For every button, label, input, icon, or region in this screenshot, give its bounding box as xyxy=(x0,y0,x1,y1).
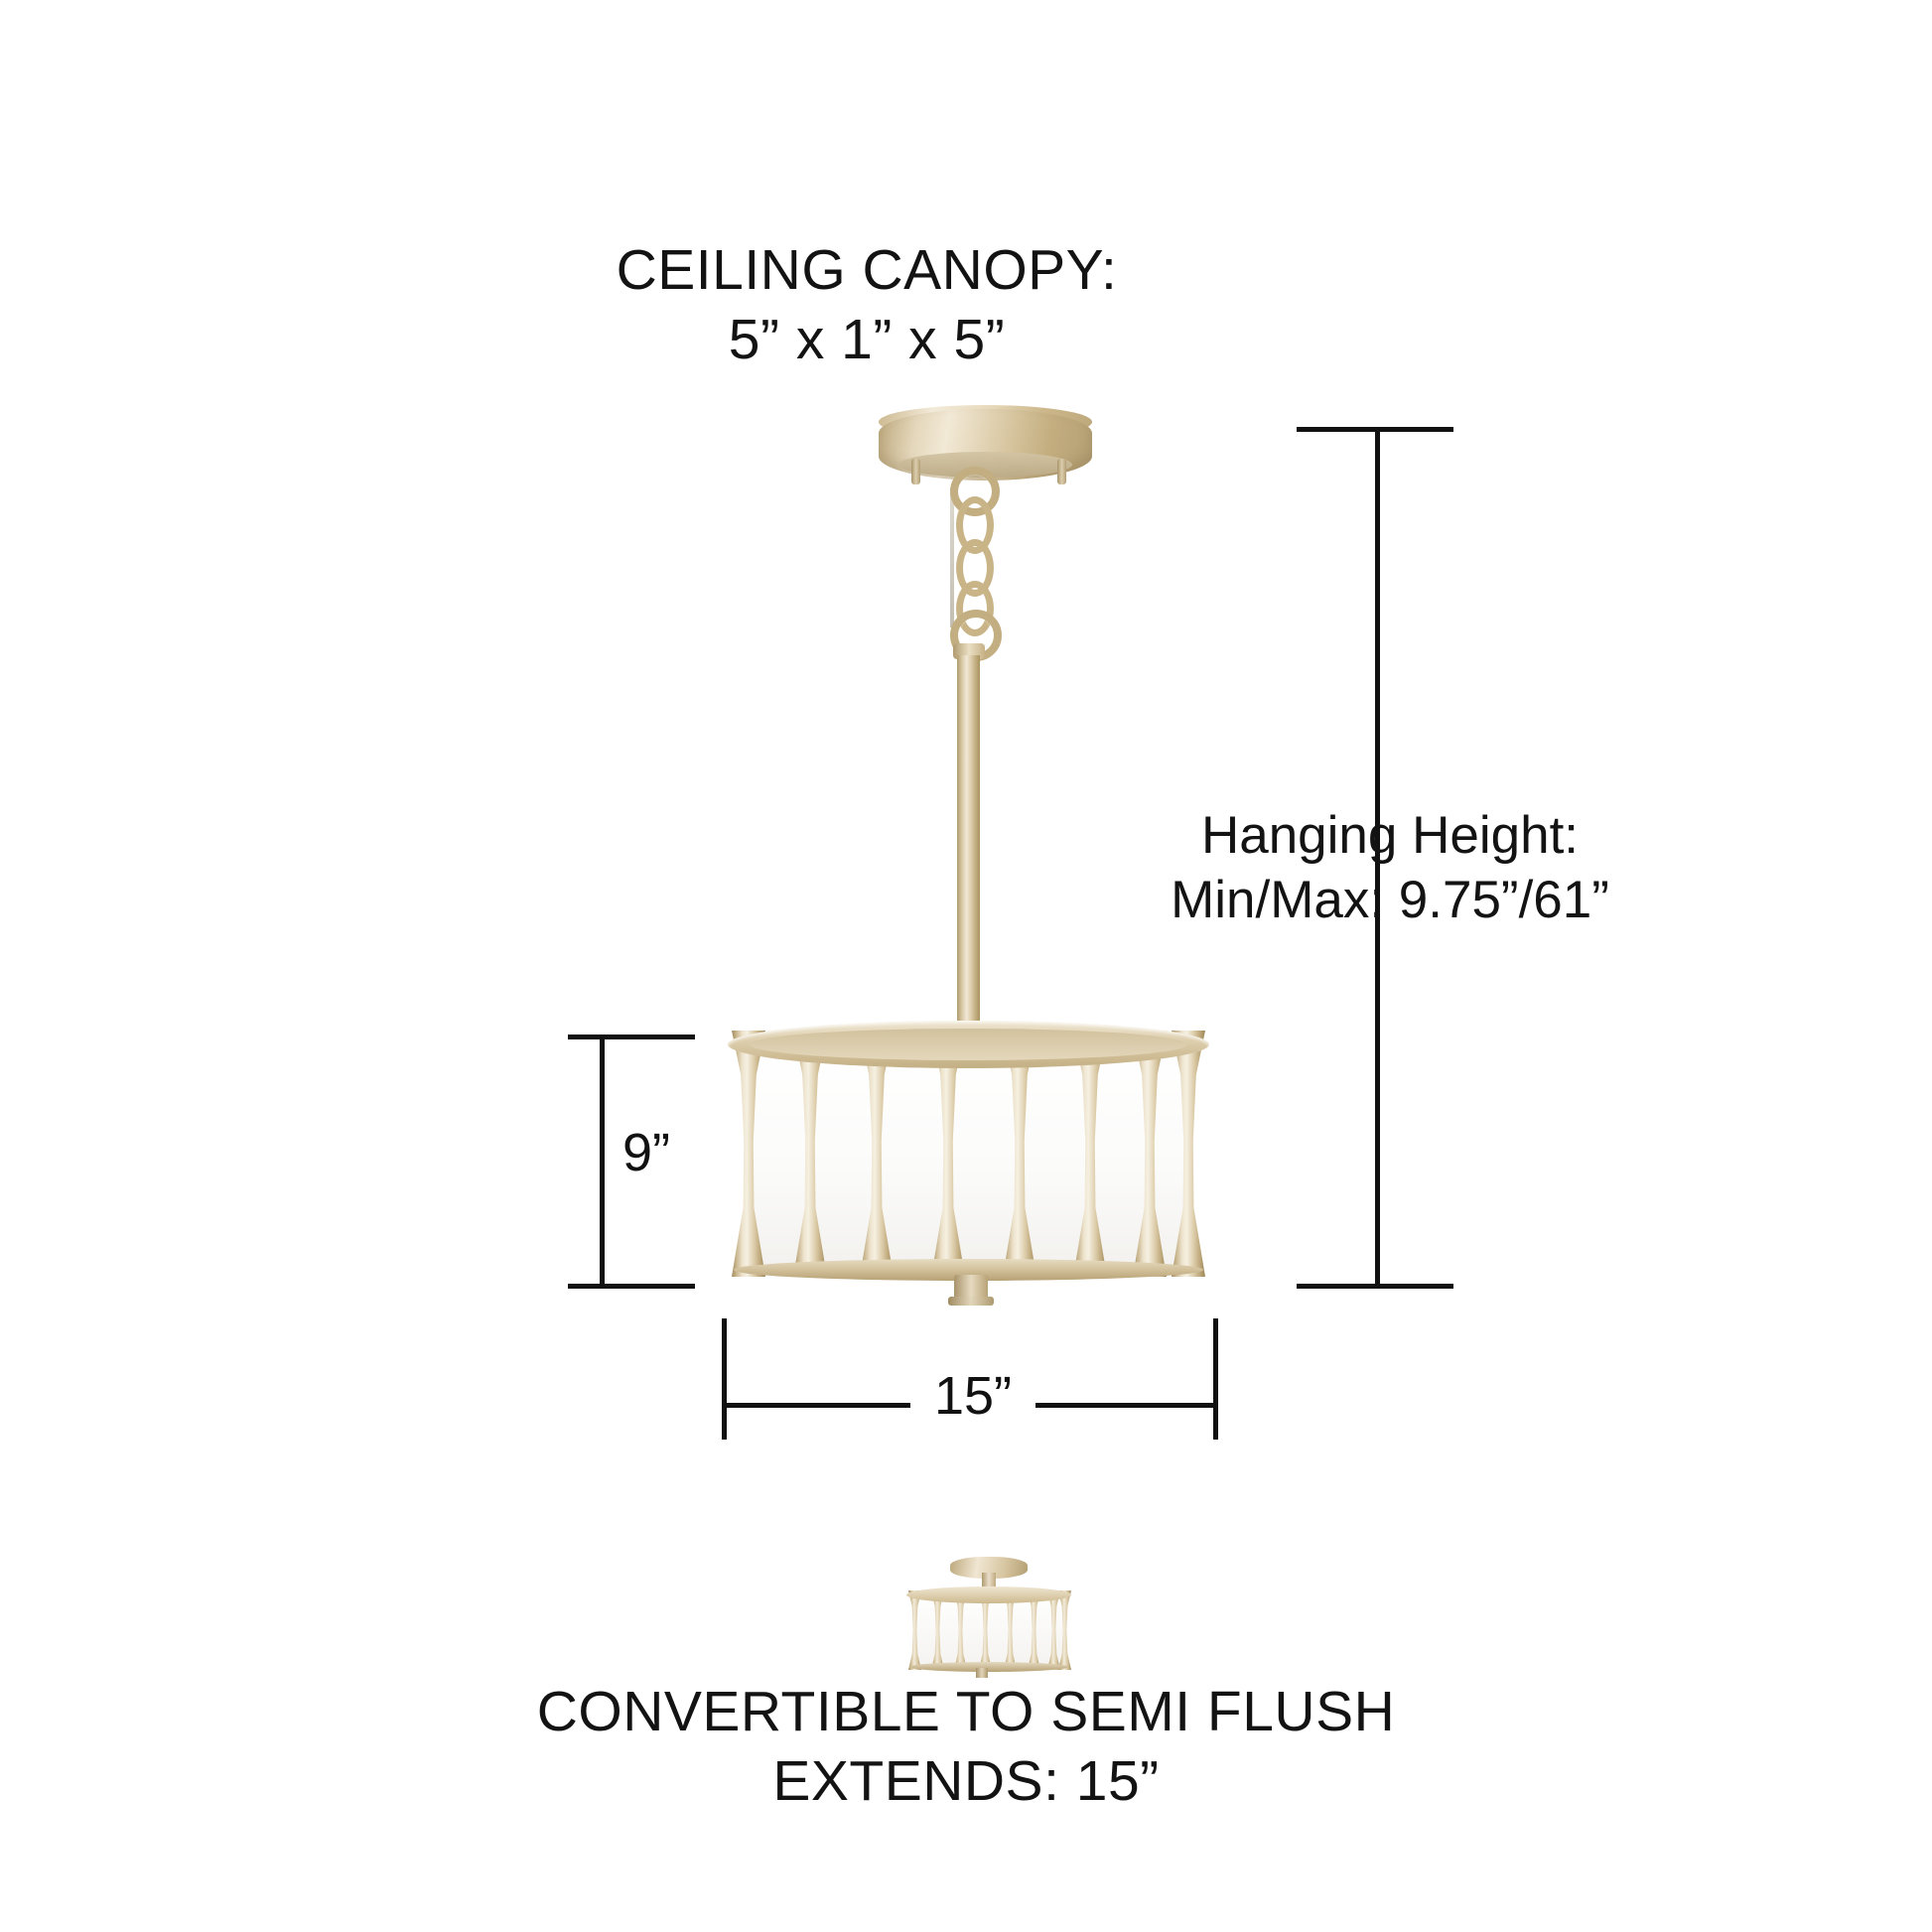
width-dim-extension-right xyxy=(1213,1318,1218,1440)
canopy-screw-right xyxy=(1057,459,1066,484)
height-dim-tick-top xyxy=(568,1035,695,1039)
hanging-height-label: Hanging Height: Min/Max: 9.75”/61” xyxy=(1171,806,1609,929)
semi-flush-top-rim xyxy=(906,1587,1071,1603)
width-dimension-value: 15” xyxy=(933,1366,1013,1426)
drum-shade xyxy=(728,1021,1209,1306)
width-dim-line-right xyxy=(1035,1403,1218,1408)
width-dim-extension-left xyxy=(722,1318,727,1440)
hanging-height-tick-bottom xyxy=(1297,1284,1453,1289)
shade-top-inner-rim xyxy=(750,1029,1187,1060)
shade-bottom-rim xyxy=(734,1259,1203,1281)
height-dim-tick-bottom xyxy=(568,1284,695,1289)
semi-flush-shade xyxy=(906,1587,1071,1672)
bottom-finial xyxy=(954,1275,988,1301)
semi-flush-caption: CONVERTIBLE TO SEMI FLUSH EXTENDS: 15” xyxy=(536,1680,1396,1813)
width-dim-line-left xyxy=(722,1403,910,1408)
shade-glass-diffuser xyxy=(750,1038,1187,1275)
bottom-finial-cap xyxy=(948,1297,994,1306)
height-dimension-value: 9” xyxy=(621,1123,670,1182)
height-dim-line xyxy=(600,1035,605,1289)
ceiling-canopy-label: CEILING CANOPY: 5” x 1” x 5” xyxy=(616,238,1118,371)
canopy-screw-left xyxy=(911,459,920,484)
hanging-height-line xyxy=(1375,427,1380,1289)
downrod xyxy=(957,655,980,1037)
semi-flush-stem xyxy=(982,1573,996,1590)
semi-flush-bottom-rim xyxy=(909,1662,1068,1672)
semi-flush-illustration xyxy=(898,1557,1077,1678)
semi-flush-finial xyxy=(976,1668,988,1678)
electrical-wire xyxy=(950,488,954,627)
semi-flush-canopy xyxy=(950,1557,1028,1579)
